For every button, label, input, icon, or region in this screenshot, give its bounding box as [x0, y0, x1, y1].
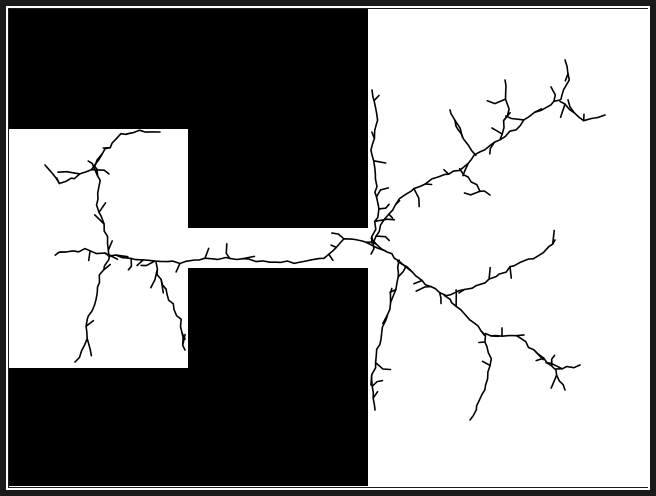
branch-segment [181, 333, 186, 347]
branch-segment [449, 109, 477, 157]
branch-segment [107, 238, 373, 265]
branch-segment [480, 329, 486, 337]
branch-segment [394, 199, 401, 206]
branch-segment [488, 141, 496, 155]
branch-segment [550, 374, 558, 389]
branch-segment [372, 390, 379, 399]
branch-segment [375, 187, 390, 198]
branch-segment [560, 59, 571, 100]
branch-segment [107, 240, 113, 251]
branch-segment [55, 177, 61, 185]
branch-segment [86, 337, 93, 357]
branch-segment [370, 237, 378, 246]
branch-segment [74, 254, 111, 363]
branch-segment [124, 132, 132, 136]
branch-segment [373, 94, 380, 102]
branch-segment [463, 190, 481, 196]
branch-segment [424, 183, 433, 186]
branch-segment [375, 235, 391, 242]
branch-segment [532, 348, 544, 361]
branch-segment [104, 252, 119, 261]
branch-segment [413, 279, 423, 285]
branch-segment [90, 168, 110, 175]
branch-segment [478, 341, 486, 344]
inner-border [6, 6, 650, 490]
branch-segment [381, 313, 389, 325]
fractal-tree-branches [44, 59, 606, 421]
branch-segment [242, 255, 256, 260]
branch-segment [486, 98, 507, 105]
branch-segment [127, 257, 133, 271]
obstacle-bottom-left [9, 368, 368, 486]
branch-segment [499, 79, 510, 140]
branch-segment [374, 361, 392, 371]
branch-segment [115, 254, 129, 258]
branch-segment [54, 251, 67, 256]
branch-segment [87, 160, 99, 177]
branch-segment [453, 119, 464, 138]
branch-segment [330, 244, 338, 249]
branch-segment [535, 357, 545, 362]
branch-segment [396, 260, 414, 273]
branch-segment [481, 360, 491, 367]
branch-segment [175, 262, 181, 273]
branch-segment [443, 168, 450, 175]
branch-segment [150, 268, 159, 289]
branch-segment [509, 265, 513, 279]
branch-segment [550, 86, 557, 103]
branch-segment [87, 250, 91, 262]
branch-segment [551, 229, 556, 245]
branch-segment [93, 214, 105, 225]
branch-segment [57, 170, 81, 175]
branch-segment [397, 266, 407, 278]
branch-segment [533, 108, 543, 114]
branch-segment [378, 203, 390, 210]
branch-segment [458, 167, 491, 196]
branch-segment [567, 99, 576, 114]
branch-segment [140, 260, 156, 267]
branch-segment [413, 187, 421, 208]
branch-segment [502, 112, 511, 122]
branch-segment [373, 218, 396, 223]
branch-segment [371, 131, 376, 140]
branch-segment [415, 285, 432, 292]
branch-segment [44, 163, 97, 185]
branch-segment [515, 334, 525, 337]
branch-segment [98, 202, 107, 214]
branch-segment [370, 89, 380, 244]
branch-segment [559, 100, 606, 122]
branch-segment [491, 127, 504, 135]
branch-segment [59, 247, 110, 257]
branch-segment [85, 319, 95, 328]
branch-segment [372, 99, 561, 243]
branch-segment [555, 369, 566, 391]
branch-segment [370, 259, 401, 411]
branch-segment [103, 263, 111, 271]
branch-segment [545, 361, 564, 370]
branch-segment [559, 103, 566, 119]
obstacle-top-stem [188, 9, 368, 228]
branch-segment [488, 266, 492, 280]
branch-segment [388, 213, 394, 219]
branch-segment [160, 278, 165, 294]
branch-segment [389, 287, 393, 304]
branch-segment [136, 259, 144, 267]
branch-segment [564, 73, 569, 82]
branch-segment [458, 288, 466, 294]
branch-segment [443, 294, 493, 421]
branch-segment [371, 379, 384, 388]
branch-segment [438, 291, 442, 305]
branch-segment [331, 232, 345, 240]
branch-segment [370, 373, 373, 386]
branch-segment [225, 243, 231, 260]
branch-segment [327, 253, 334, 262]
branch-segment [372, 160, 387, 164]
branch-segment [161, 284, 167, 290]
branch-segment [204, 247, 210, 260]
